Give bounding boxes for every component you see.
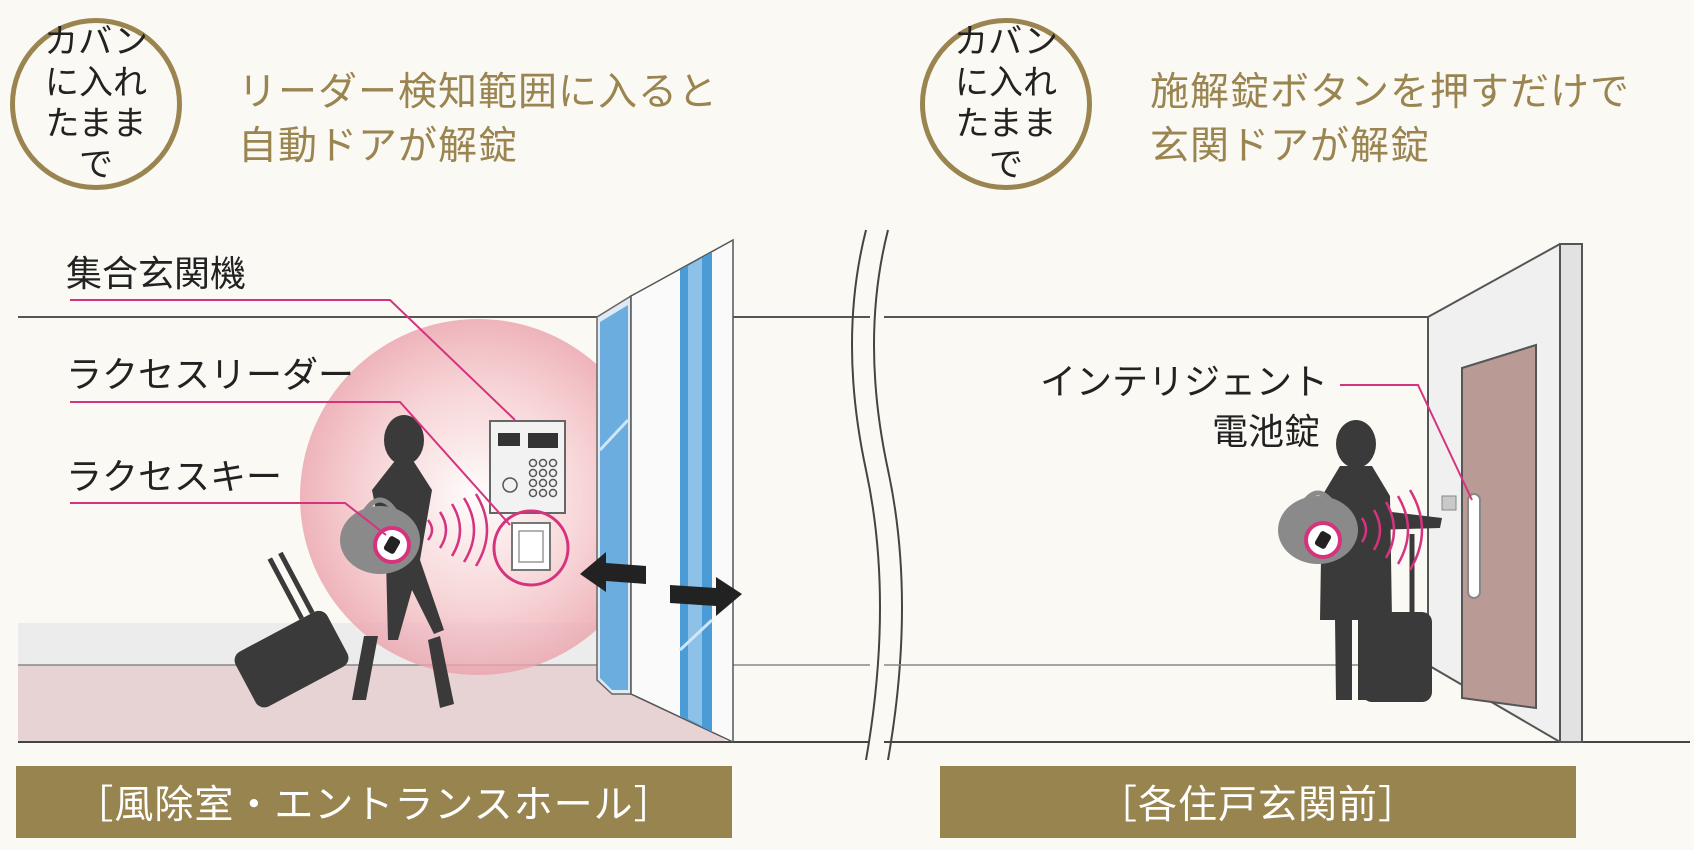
left-badge-text: カバンに入れたままで	[44, 22, 148, 185]
right-badge: カバンに入れたままで	[920, 18, 1092, 190]
label-smart-lock-line2: 電池錠	[1211, 412, 1320, 453]
label-reader: ラクセスリーダー	[66, 355, 355, 396]
woman-at-door-silhouette	[1278, 420, 1442, 702]
label-key: ラクセスキー	[66, 457, 283, 498]
signal-waves-left	[426, 493, 489, 567]
left-banner: ［風除室・エントランスホール］	[16, 766, 732, 838]
right-banner: ［各住戸玄関前］	[940, 766, 1576, 838]
door-open-arrows	[580, 552, 742, 616]
left-badge: カバンに入れたままで	[10, 18, 182, 190]
label-smart-lock-line1: インテリジェント	[1040, 362, 1329, 403]
glass-auto-door	[596, 238, 734, 744]
label-intercom: 集合玄関機	[66, 254, 247, 295]
signal-waves-right	[1360, 489, 1424, 571]
right-badge-text: カバンに入れたままで	[954, 22, 1058, 185]
intercom-panel	[489, 420, 566, 514]
left-headline: リーダー検知範囲に入ると 自動ドアが解錠	[238, 70, 719, 169]
residence-entrance-room	[884, 243, 1690, 743]
section-break	[851, 229, 903, 761]
leader-lines-left	[70, 299, 516, 536]
label-smart-lock: インテリジェント 電池錠	[1040, 358, 1329, 458]
reader-device	[492, 509, 570, 587]
woman-with-suitcase-silhouette	[234, 415, 454, 708]
right-headline: 施解錠ボタンを押すだけで 玄関ドアが解錠	[1150, 70, 1631, 169]
leader-line-right	[1340, 384, 1473, 501]
